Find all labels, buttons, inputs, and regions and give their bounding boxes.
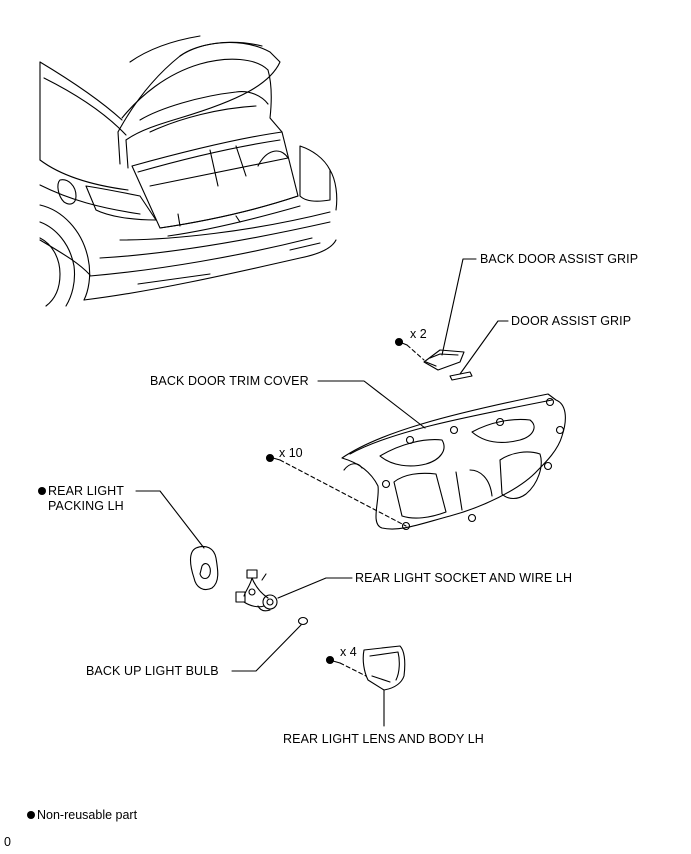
qty-trim-cover-clips: x 10: [279, 446, 303, 460]
lens-nut-part: [325, 655, 341, 665]
leader-lines: [135, 258, 509, 727]
legend: Non-reusable part: [27, 808, 137, 823]
label-back-door-trim-cover: BACK DOOR TRIM COVER: [150, 374, 309, 388]
back-up-light-bulb-part: [297, 616, 309, 626]
label-rear-light-socket-and-wire: REAR LIGHT SOCKET AND WIRE LH: [355, 571, 573, 585]
filled-circle-icon: [27, 811, 35, 819]
qty-grip-screws: x 2: [410, 327, 427, 341]
legend-non-reusable-text: Non-reusable part: [37, 808, 138, 822]
label-door-assist-grip: DOOR ASSIST GRIP: [511, 314, 632, 328]
trim-clip-part: [265, 453, 281, 463]
back-door-assist-grip-part: [423, 349, 465, 371]
label-rear-light-packing: REAR LIGHT: [38, 484, 124, 499]
non-reusable-marker-icon: [38, 487, 46, 495]
vehicle-illustration: [39, 35, 338, 307]
label-rear-light-packing-line1: REAR LIGHT: [48, 484, 125, 498]
label-rear-light-packing-line2: PACKING LH: [48, 499, 124, 513]
rear-light-packing-part: [189, 545, 219, 591]
door-assist-grip-part: [449, 371, 473, 381]
label-back-door-assist-grip: BACK DOOR ASSIST GRIP: [480, 252, 639, 266]
label-back-up-light-bulb: BACK UP LIGHT BULB: [86, 664, 219, 678]
grip-screw-part: [394, 337, 408, 347]
figure-code: 0: [4, 835, 11, 849]
qty-lens-nuts: x 4: [340, 645, 357, 659]
label-rear-light-lens-and-body: REAR LIGHT LENS AND BODY LH: [283, 732, 484, 746]
rear-light-socket-and-wire-part: [235, 569, 278, 612]
back-door-trim-cover-part: [341, 393, 566, 531]
rear-light-lens-and-body-part: [362, 645, 406, 691]
